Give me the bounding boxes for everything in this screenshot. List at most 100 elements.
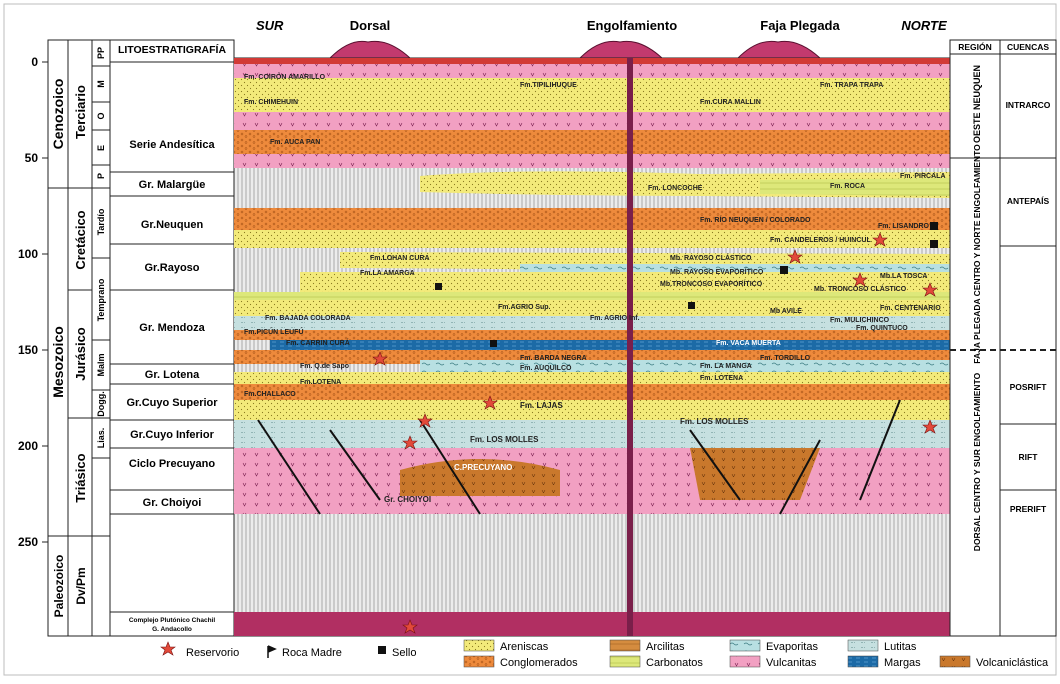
- unit-serie-andesitica: Serie Andesítica: [129, 139, 215, 151]
- unit-cuyo-superior: Gr.Cuyo Superior: [126, 397, 218, 409]
- fm-rayoso-clastico: Mb. RAYOSO CLÁSTICO: [670, 253, 752, 262]
- fm-lohan-cura: Fm.LOHAN CURA: [370, 255, 430, 262]
- epoch-tardio: Tardío: [96, 208, 106, 235]
- era-paleozoico: Paleozoico: [52, 555, 66, 618]
- legend-margas: Margas: [884, 657, 921, 669]
- epoch-m: M: [96, 80, 106, 88]
- swatch-volcaniclastica: [939, 655, 971, 668]
- fm-carrin-cura: Fm. CARRIN CURÁ: [286, 338, 350, 347]
- period-triasico: Triásico: [73, 453, 88, 502]
- cuenca-antepais: ANTEPAÍS: [1007, 196, 1050, 206]
- fm-lajas: Fm. LAJAS: [520, 401, 563, 410]
- age-tick-200: 200: [18, 439, 38, 453]
- fm-agrio-inf: Fm. AGRIO Inf.: [590, 315, 640, 322]
- unit-complejo-2: G. Andacollo: [152, 626, 192, 633]
- age-axis: 0 50 100 150 200 250: [18, 40, 49, 636]
- region-dorsal: DORSAL CENTRO Y SUR ENGOLFAMIENTO: [972, 372, 982, 551]
- legend-arcilitas: Arcilitas: [646, 641, 685, 653]
- legend-evaporitas: Evaporitas: [766, 641, 818, 653]
- label-faja-plegada: Faja Plegada: [760, 18, 840, 33]
- fm-challaco: Fm.CHALLACO: [244, 391, 296, 398]
- fm-loncoche: Fm. LONCOCHE: [648, 185, 703, 192]
- unit-lotena: Gr. Lotena: [145, 369, 200, 381]
- unit-complejo-1: Complejo Plutónico Chachil: [129, 617, 216, 624]
- legend-carbonatos: Carbonatos: [646, 657, 703, 669]
- cuenca-rift: RIFT: [1019, 452, 1039, 462]
- cuenca-posrift: POSRIFT: [1010, 382, 1048, 392]
- fm-trapa-trapa: Fm. TRAPA TRAPA: [820, 82, 883, 89]
- unit-precuyano: Ciclo Precuyano: [129, 458, 215, 470]
- legend-vulcanitas: Vulcanitas: [766, 657, 817, 669]
- period-dvpm: Dv/Pm: [74, 567, 88, 604]
- era-mesozoico: Mesozoico: [50, 326, 66, 398]
- litoestratigrafia-title: LITOESTRATIGRAFÍA: [118, 43, 227, 56]
- region-faja: FAJA PLEGADA CENTRO Y NORTE ENGOLFAMIENT…: [972, 144, 982, 364]
- unit-neuquen: Gr.Neuquen: [141, 219, 204, 231]
- legend-volcaniclastica: Volcaniclástica: [976, 657, 1049, 669]
- period-terciario: Terciario: [73, 85, 88, 139]
- cross-section: [233, 57, 951, 637]
- cuenca-intrarco: INTRARCO: [1006, 100, 1051, 110]
- period-cretacico: Cretácico: [73, 210, 88, 269]
- unit-cuyo-inferior: Gr.Cuyo Inferior: [130, 429, 214, 441]
- cuenca-prerift: PRERIFT: [1010, 504, 1047, 514]
- region-oeste: OESTE NEUQUEN: [972, 65, 982, 143]
- fm-troncoso-evaporitico: Mb.TRONCOSO EVAPORÍTICO: [660, 279, 763, 288]
- swatch-lutitas: [847, 639, 879, 652]
- age-tick-0: 0: [31, 55, 38, 69]
- fm-coiron-amarillo: Fm. COIRÓN AMARILLO: [244, 72, 326, 81]
- label-dorsal: Dorsal: [350, 18, 390, 33]
- unit-rayoso: Gr.Rayoso: [144, 262, 199, 274]
- fm-la-tosca: Mb.LA TOSCA: [880, 273, 927, 280]
- epoch-pp: PP: [96, 47, 106, 59]
- fm-mulichinco: Fm. MULICHINCO: [830, 317, 890, 324]
- swatch-conglomerados: [463, 655, 495, 668]
- swatch-vulcanitas: [729, 655, 761, 668]
- legend-roca-madre: Roca Madre: [282, 647, 342, 659]
- fm-q-de-sapo: Fm. Q.de Sapo: [300, 363, 349, 370]
- epoch-malm: Malm: [96, 353, 106, 376]
- fm-avile: Mb AVILE: [770, 308, 802, 315]
- fm-bajada-colorada: Fm. BAJADA COLORADA: [265, 315, 351, 322]
- fm-la-amarga: Fm.LA AMARGA: [360, 270, 415, 277]
- header-cuencas: CUENCAS: [1007, 42, 1049, 52]
- epoch-e: E: [96, 145, 106, 151]
- time-columns: [47, 39, 235, 637]
- fm-candeleros: Fm. CANDELEROS / HUINCUL: [770, 237, 871, 244]
- fm-lotena-a: Fm.LOTENA: [300, 379, 341, 386]
- header-region: REGIÓN: [958, 41, 992, 52]
- label-engolfamiento: Engolfamiento: [587, 18, 677, 33]
- epoch-p: P: [96, 173, 106, 179]
- fm-c-precuyano: C.PRECUYANO: [454, 463, 512, 472]
- fm-tipilihuque: Fm.TIPILIHUQUE: [520, 82, 577, 89]
- roca-madre-icon: [267, 645, 277, 658]
- fm-vaca-muerta: Fm. VACA MUERTA: [716, 340, 781, 347]
- age-tick-50: 50: [25, 151, 39, 165]
- fm-los-molles-b: Fm. LOS MOLLES: [680, 417, 749, 426]
- age-tick-100: 100: [18, 247, 38, 261]
- fm-lisandro: Fm. LISANDRO: [878, 223, 930, 230]
- fm-auquilco: Fm. AUQUILCO: [520, 365, 572, 372]
- volcano-mounds: [328, 40, 822, 59]
- reservoir-markers: [372, 232, 938, 634]
- fm-tordillo: Fm. TORDILLO: [760, 355, 811, 362]
- epoch-temprano: Temprano: [96, 278, 106, 321]
- reservorio-icon: [160, 641, 176, 656]
- swatch-margas: [847, 655, 879, 668]
- fm-chimehuin: Fm. CHIMEHUIN: [244, 99, 298, 106]
- legend-sello: Sello: [392, 647, 416, 659]
- legend-lutitas: Lutitas: [884, 641, 917, 653]
- legend: Reservorio Roca Madre Sello Areniscas Co…: [160, 639, 1049, 669]
- fm-pircala: Fm. PIRCALA: [900, 173, 946, 180]
- label-sur: SUR: [256, 18, 284, 33]
- fm-gr-choiyoi: Gr. CHOIYOI: [384, 495, 431, 504]
- fm-los-molles-a: Fm. LOS MOLLES: [470, 435, 539, 444]
- label-norte: NORTE: [901, 18, 947, 33]
- legend-areniscas: Areniscas: [500, 641, 549, 653]
- swatch-arcilitas: [609, 639, 641, 652]
- legend-reservorio: Reservorio: [186, 647, 239, 659]
- fm-picun-leufu: Fm.PICÚN LEUFÚ: [244, 327, 304, 336]
- unit-mendoza: Gr. Mendoza: [139, 322, 205, 334]
- unit-malargue: Gr. Malargüe: [139, 179, 206, 191]
- fm-agrio-sup: Fm.AGRIO Sup.: [498, 304, 551, 311]
